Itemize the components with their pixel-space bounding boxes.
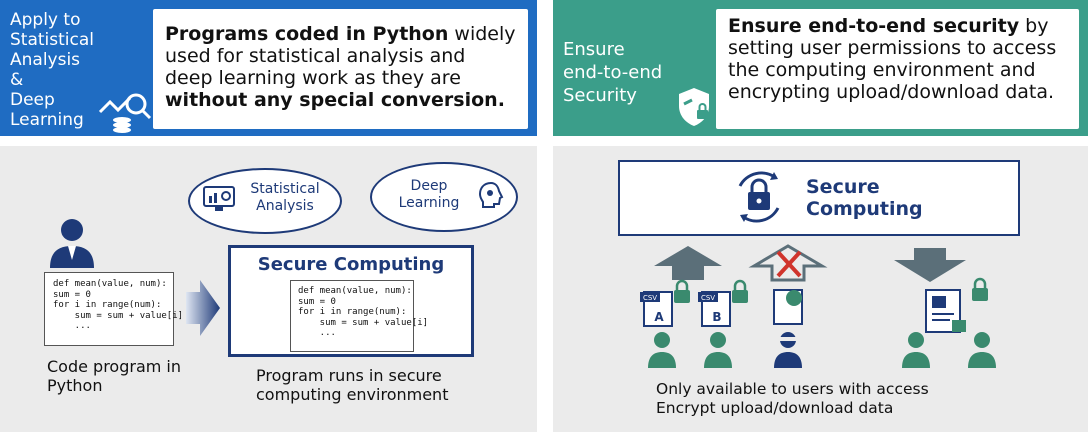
lock-icon xyxy=(674,279,690,303)
lock-icon xyxy=(732,279,748,303)
caption-line: Only available to users with access xyxy=(656,380,929,398)
right-caption: Only available to users with access Encr… xyxy=(656,380,1056,418)
secure-document-icon xyxy=(925,289,966,333)
user-icon xyxy=(648,332,676,368)
code-line: sum = 0 xyxy=(298,296,336,307)
desc-text: by setting user permissions to access th… xyxy=(728,15,1057,103)
shield-lock-icon xyxy=(679,88,709,126)
csv-label-a: CSV xyxy=(643,294,657,302)
user-icon xyxy=(704,332,732,368)
left-title-line: Learning xyxy=(10,110,84,130)
statistical-analysis-label: Statistical Analysis xyxy=(250,181,320,214)
user-icon xyxy=(968,332,996,368)
right-title-line: end-to-end xyxy=(563,62,663,83)
right-header-desc-box: Ensure end-to-end security by setting us… xyxy=(716,9,1079,129)
infected-document-icon xyxy=(773,289,803,325)
download-arrow-icon xyxy=(894,248,966,282)
csv-file-b-icon: CSV B xyxy=(698,291,731,327)
left-header-desc: Programs coded in Python widely used for… xyxy=(153,9,528,111)
title-line: Secure xyxy=(806,176,880,198)
desc-bold: without any special conversion. xyxy=(165,89,505,111)
left-header-title: Apply to Statistical Analysis & Deep Lea… xyxy=(10,10,110,130)
secure-computing-title-right: Secure Computing xyxy=(806,176,923,220)
ai-head-icon xyxy=(478,181,504,208)
right-title-line: Security xyxy=(563,85,637,106)
monitor-chart-icon xyxy=(203,186,235,211)
caption-program-runs: Program runs in secure computing environ… xyxy=(256,366,449,404)
left-title-line: Analysis xyxy=(10,50,81,70)
lock-cycle-icon xyxy=(738,171,780,223)
right-header-title: Ensure end-to-end Security xyxy=(563,38,693,107)
desc-text: widely used for statistical analysis and… xyxy=(165,23,516,89)
left-title-line: & xyxy=(10,70,24,90)
left-title-line: Deep xyxy=(10,90,55,110)
secure-computing-box-right xyxy=(618,160,1020,236)
code-line: for i in range(num): xyxy=(298,307,407,317)
upload-arrow-icon xyxy=(654,246,722,280)
desc-bold: Ensure end-to-end security xyxy=(728,15,1020,37)
secure-computing-title: Secure Computing xyxy=(257,254,445,275)
code-line: sum = sum + value[i] xyxy=(53,310,184,321)
deep-learning-label: Deep Learning xyxy=(398,178,460,211)
lock-icon xyxy=(972,277,988,301)
code-line: for i in range(num): xyxy=(53,300,162,310)
right-title-line: Ensure xyxy=(563,39,625,60)
desc-bold: Programs coded in Python xyxy=(165,23,449,45)
user-icon xyxy=(902,332,930,368)
left-title-line: Apply to xyxy=(10,10,81,30)
code-line: sum = 0 xyxy=(53,289,91,300)
user-icon xyxy=(50,219,94,268)
csv-label-b: CSV xyxy=(701,294,715,302)
code-line: ... xyxy=(53,321,91,331)
left-title-line: Statistical xyxy=(10,30,94,50)
access-illustration: CSV A CSV B xyxy=(640,244,996,368)
deep-learning-bubble xyxy=(370,162,518,232)
left-header-desc-box: Programs coded in Python widely used for… xyxy=(153,9,528,129)
code-line: def mean(value, num): xyxy=(53,279,167,289)
hacker-icon xyxy=(774,332,802,368)
statistical-analysis-bubble xyxy=(188,168,342,234)
code-line: ... xyxy=(298,328,336,338)
csv-file-a-icon: CSV A xyxy=(640,291,673,327)
file-a-label: A xyxy=(654,310,664,324)
caption-code-program: Code program in Python xyxy=(47,357,182,395)
code-line: sum = sum + value[i] xyxy=(298,317,429,328)
title-line: Computing xyxy=(806,198,923,220)
blocked-arrow-icon xyxy=(748,244,828,282)
analytics-icon xyxy=(98,93,152,133)
right-arrow-icon xyxy=(186,280,220,336)
right-header-desc: Ensure end-to-end security by setting us… xyxy=(716,9,1079,103)
file-b-label: B xyxy=(712,310,721,324)
caption-line: Encrypt upload/download data xyxy=(656,399,894,417)
code-line: def mean(value, num): xyxy=(298,286,412,296)
